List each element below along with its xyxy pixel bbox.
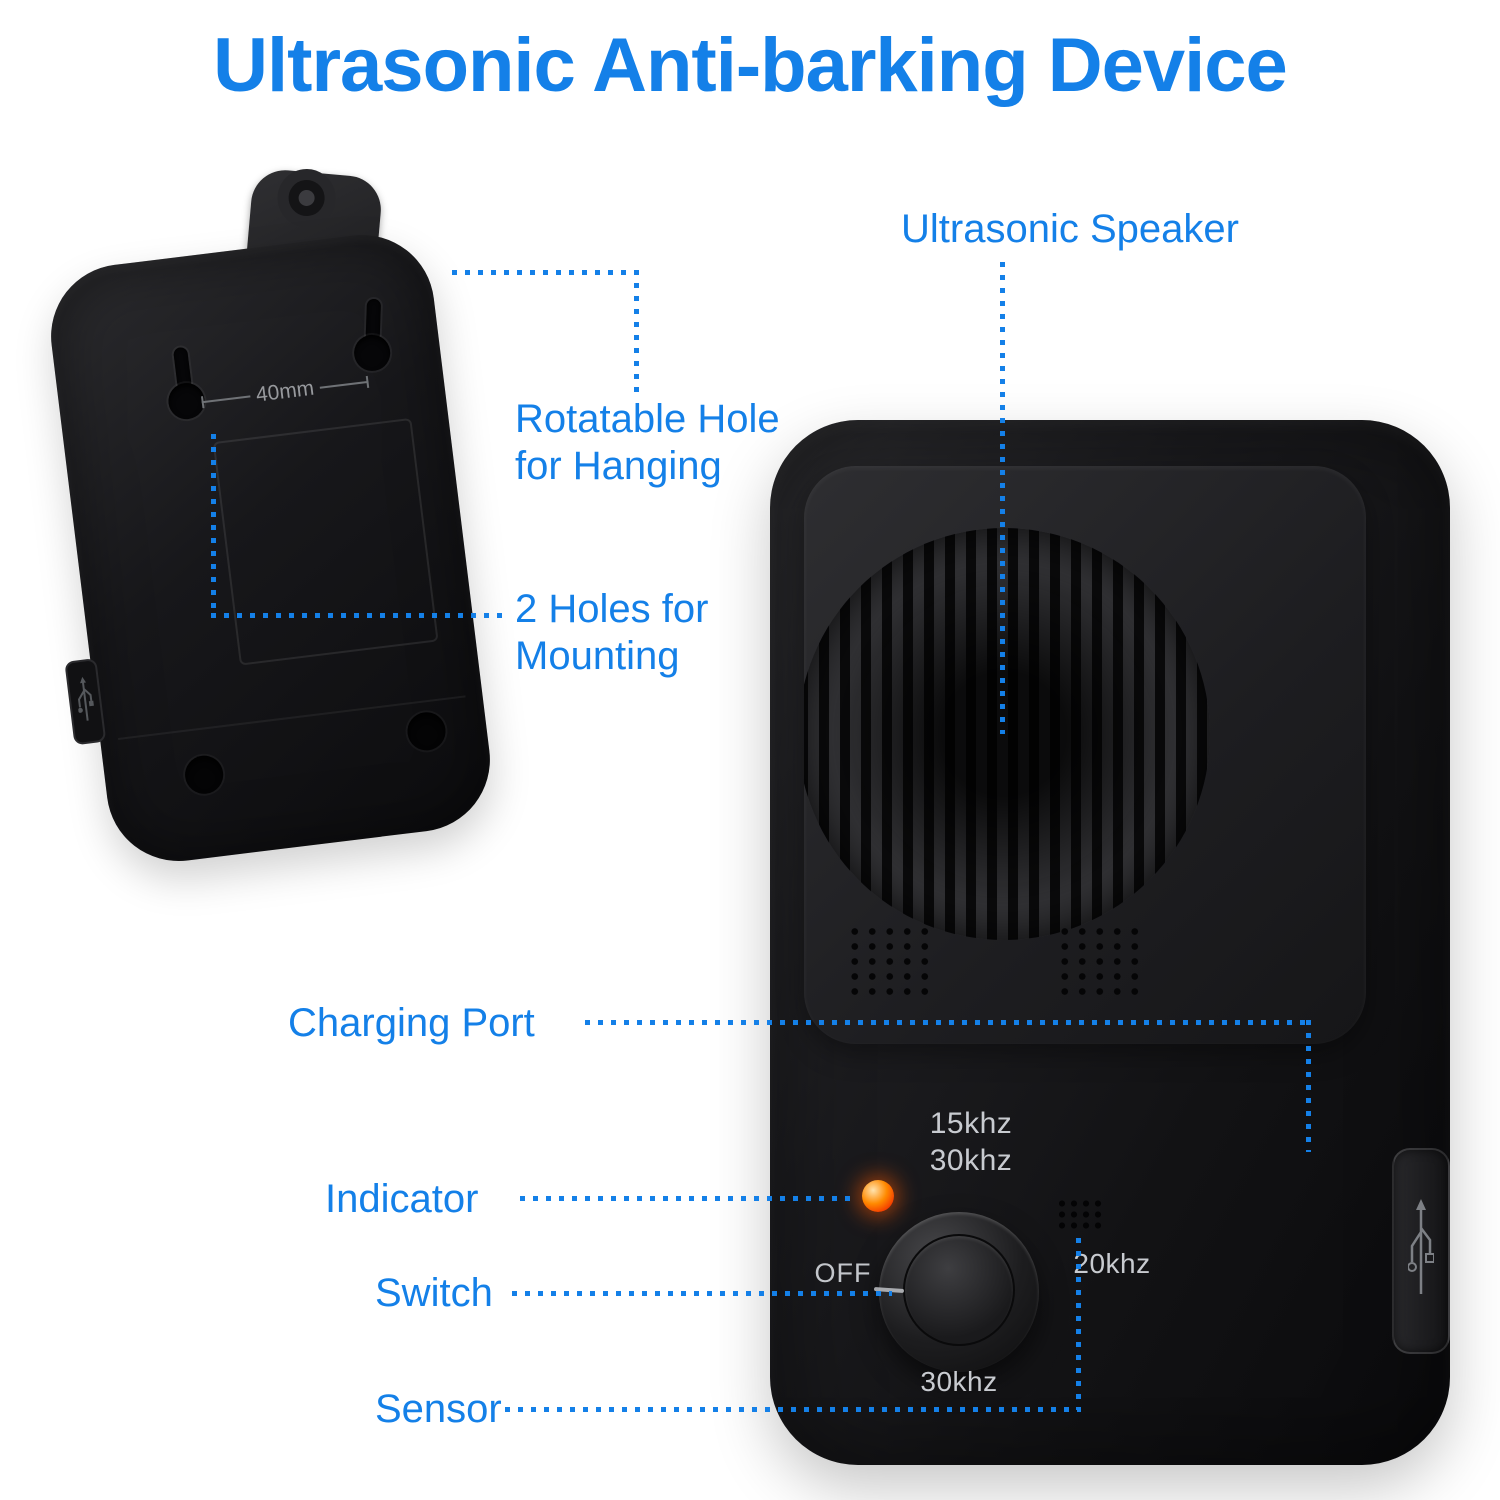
- indicator-led: [862, 1180, 894, 1212]
- battery-cover-outline: [212, 417, 439, 666]
- leader-mounting-holes-v: [211, 434, 216, 616]
- page-title: Ultrasonic Anti-barking Device: [213, 23, 1288, 108]
- off-label: OFF: [814, 1258, 872, 1288]
- mounting-keyhole-right: [353, 298, 392, 372]
- label-ultrasonic-speaker: Ultrasonic Speaker: [901, 207, 1239, 251]
- label-indicator: Indicator: [325, 1177, 479, 1221]
- usb-icon: [1408, 1199, 1434, 1294]
- label-switch: Switch: [375, 1271, 493, 1315]
- leader-charging-port-h: [585, 1020, 1311, 1025]
- device-back-view: 40mm: [42, 165, 499, 870]
- vent-holes-left: [846, 924, 934, 998]
- freq-30khz: 30khz: [929, 1143, 1013, 1177]
- dimension-line: [319, 380, 369, 389]
- label-rotatable-hole: Rotatable Hole for Hanging: [515, 397, 780, 489]
- freq-15khz: 15khz: [929, 1107, 1013, 1140]
- leader-ultrasonic-speaker: [1000, 262, 1005, 734]
- leader-rotatable-hole-v: [634, 270, 639, 392]
- dimension-line: [201, 395, 251, 404]
- leader-sensor-v: [1076, 1238, 1081, 1410]
- label-mounting-holes: 2 Holes for Mounting: [515, 587, 709, 679]
- keyhole-hole: [166, 381, 207, 422]
- knob-cap: [903, 1234, 1015, 1346]
- keyhole-hole: [353, 334, 391, 372]
- ultrasonic-speaker-grille: [804, 528, 1210, 940]
- device-front-view: 15khz 30khz OFF 20khz 30khz: [770, 420, 1450, 1465]
- leader-mounting-holes-h: [211, 613, 507, 618]
- charging-port-flap: [1392, 1148, 1450, 1354]
- sensor-mic-holes: [1056, 1198, 1104, 1232]
- leader-sensor-h: [505, 1407, 1081, 1412]
- leader-rotatable-hole-h: [452, 270, 638, 275]
- frequency-label-top: 15khz 30khz: [898, 1106, 1044, 1179]
- clip-pin: [297, 189, 316, 207]
- usb-icon: [77, 676, 95, 721]
- speaker-panel: [804, 466, 1366, 1044]
- leader-switch: [512, 1291, 892, 1296]
- usb-port-back: [64, 658, 107, 746]
- label-charging-port: Charging Port: [288, 1001, 535, 1045]
- label-sensor: Sensor: [375, 1387, 502, 1431]
- frequency-label-bottom: 30khz: [920, 1366, 998, 1397]
- vent-holes-right: [1056, 924, 1144, 998]
- leader-charging-port-v: [1306, 1020, 1311, 1152]
- frequency-label-right: 20khz: [1073, 1248, 1151, 1279]
- leader-indicator: [520, 1196, 858, 1201]
